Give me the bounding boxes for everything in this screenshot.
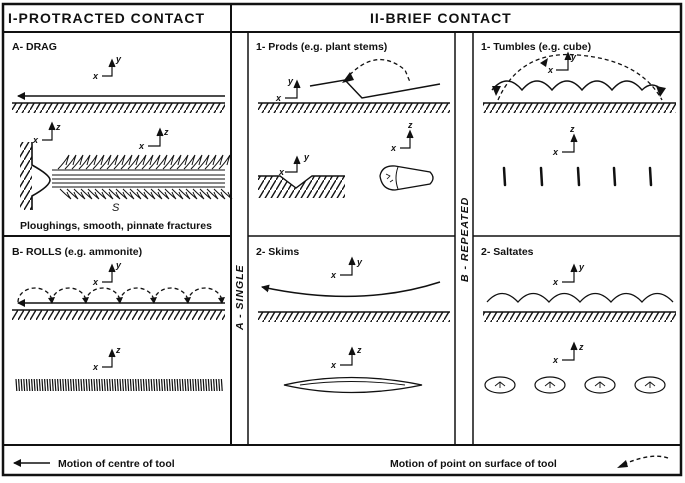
saltates-axes-xy: [562, 263, 578, 283]
axis-x-label: x: [330, 360, 337, 370]
legend-point-label: Motion of point on surface of tool: [390, 458, 557, 470]
protracted-contact-header: I-PROTRACTED CONTACT: [8, 10, 205, 26]
rolls-panel: B- ROLLS (e.g. ammonite) x y x z: [12, 246, 225, 392]
axis-x-label: x: [138, 141, 145, 151]
prods-axes-xy: [285, 79, 301, 99]
tumbles-substrate-hatch: [483, 103, 676, 113]
fracture-symbol: S: [112, 202, 120, 214]
rolls-axes-xz: [102, 348, 116, 368]
saltates-motion: [486, 292, 674, 303]
skims-motion-arrow: [261, 281, 441, 298]
drag-axes-xz-left: [42, 121, 56, 141]
axis-z-label: z: [569, 124, 575, 134]
axis-y-label: y: [578, 262, 585, 272]
drag-axes-xy-right: [148, 127, 164, 147]
axis-z-label: z: [356, 345, 362, 355]
saltates-substrate-hatch: [483, 312, 676, 322]
tumbles-axes-xy: [556, 51, 572, 71]
legend: Motion of centre of tool Motion of point…: [13, 455, 669, 470]
rolls-title: B- ROLLS (e.g. ammonite): [12, 246, 142, 258]
drag-substrate-hatch: [12, 103, 225, 113]
rolls-motion-arcs: [17, 287, 225, 304]
axis-x-label: x: [275, 93, 282, 103]
skims-axes-xy: [340, 256, 356, 276]
axis-y-label: y: [115, 54, 122, 64]
axis-y-label: y: [356, 257, 363, 267]
saltates-marks: [484, 376, 666, 394]
saltates-axes-xz: [562, 341, 578, 361]
axis-x-label: x: [330, 270, 337, 280]
axis-x-label: x: [32, 135, 39, 145]
brief-contact-header: II-BRIEF CONTACT: [370, 10, 512, 26]
prods-substrate-hatch: [258, 103, 450, 113]
skims-substrate-hatch: [258, 312, 450, 322]
rolls-axes-xy: [102, 263, 116, 283]
prod-stem-path: [309, 79, 441, 99]
rolls-ribbed-mark: [15, 378, 223, 392]
axis-z-label: z: [578, 342, 584, 352]
tumbles-panel: 1- Tumbles (e.g. cube) x y x z: [481, 41, 676, 187]
prods-axes-xz: [400, 129, 414, 149]
axis-x-label: x: [278, 167, 285, 177]
axis-y-label: y: [570, 52, 577, 62]
axis-y-label: y: [287, 76, 294, 86]
axis-z-label: z: [115, 345, 121, 355]
drag-title: A- DRAG: [12, 41, 57, 53]
axis-z-label: z: [407, 120, 413, 130]
axis-z-label: z: [55, 122, 61, 132]
axis-y-label: y: [303, 152, 310, 162]
saltates-panel: 2- Saltates x y x z: [481, 246, 676, 394]
axis-x-label: x: [92, 71, 99, 81]
repeated-label: B - REPEATED: [459, 197, 471, 282]
rolls-substrate-hatch: [12, 310, 225, 320]
drag-panel: A- DRAG x y x z x z: [12, 41, 233, 232]
axis-x-label: x: [552, 277, 559, 287]
legend-centre-label: Motion of centre of tool: [58, 458, 175, 470]
axis-x-label: x: [390, 143, 397, 153]
prods-panel: 1- Prods (e.g. plant stems) x y x z x y: [256, 41, 450, 198]
tumbles-axes-xz: [562, 133, 578, 153]
axis-x-label: x: [92, 277, 99, 287]
drag-tool-block: [20, 142, 32, 210]
axis-x-label: x: [547, 65, 554, 75]
tumbles-motion: [491, 53, 666, 101]
tumbles-title: 1- Tumbles (e.g. cube): [481, 41, 591, 53]
drag-axes-xy: [102, 58, 116, 77]
skims-axes-xz: [340, 346, 356, 366]
prods-title: 1- Prods (e.g. plant stems): [256, 41, 387, 53]
axis-z-label: z: [163, 127, 169, 137]
prod-dashed-arc: [344, 58, 411, 83]
axis-y-label: y: [115, 260, 122, 270]
axis-x-label: x: [92, 362, 99, 372]
pinnate-fractures: [57, 154, 233, 200]
frame: [1, 2, 683, 477]
prod-mark-plan: [379, 165, 434, 191]
prods-axes-xy-lower: [285, 155, 301, 173]
skim-mark-plan: [283, 376, 423, 394]
axis-x-label: x: [552, 355, 559, 365]
tumbles-marks: [502, 166, 653, 187]
axis-x-label: x: [552, 147, 559, 157]
drag-caption: Ploughings, smooth, pinnate fractures: [20, 220, 212, 232]
drag-groove: [52, 169, 225, 188]
single-label: A - SINGLE: [234, 264, 246, 331]
skims-title: 2- Skims: [256, 246, 299, 258]
saltates-title: 2- Saltates: [481, 246, 534, 258]
skims-panel: 2- Skims x y x z: [256, 246, 450, 394]
